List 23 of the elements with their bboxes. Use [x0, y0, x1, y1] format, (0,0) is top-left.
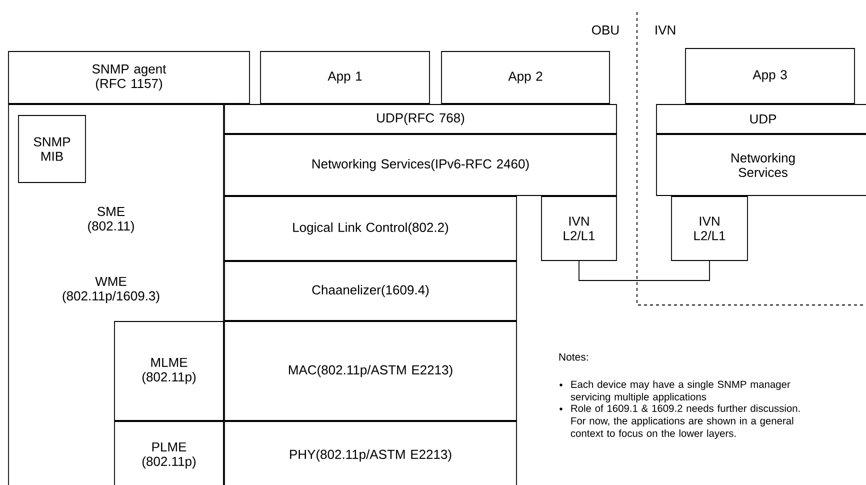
bullet-note: Each device may have a single SNMP manager servicing multiple applications [570, 380, 790, 402]
connector-line [578, 260, 710, 281]
layer-box: MAC(802.11p/ASTM E2213) [224, 321, 517, 421]
bullet-note: Role of 1609.1 & 1609.2 needs further discussion. For now, the applications are shown in a general context to focus on the lower layers. [570, 404, 800, 439]
management-box: MLME (802.11p) [114, 321, 224, 421]
layer-box: UDP [656, 104, 866, 134]
interface-box: IVN L2/L1 [671, 196, 748, 261]
agent-box: SNMP agent (RFC 1157) [8, 51, 250, 104]
management-box: PLME (802.11p) [114, 421, 224, 485]
notes-heading: Notes: [559, 353, 588, 361]
side-label: OBU [592, 25, 619, 35]
side-label: IVN [656, 26, 676, 34]
layer-box: Networking Services(IPv6-RFC 2460) [224, 134, 617, 196]
app-box: App 1 [260, 51, 430, 104]
app-box: App 3 [685, 48, 855, 104]
layer-box: Chaanelizer(1609.4) [224, 261, 517, 321]
layer-box: Logical Link Control(802.2) [224, 196, 517, 261]
app-box: App 2 [441, 51, 610, 104]
interface-box: IVN L2/L1 [541, 196, 617, 261]
layer-box: UDP(RFC 768) [224, 104, 617, 134]
layer-box: PHY(802.11p/ASTM E2213) [224, 421, 517, 485]
mib-box: SNMP MIB [18, 115, 86, 183]
layer-box: Networking Services [656, 134, 866, 196]
